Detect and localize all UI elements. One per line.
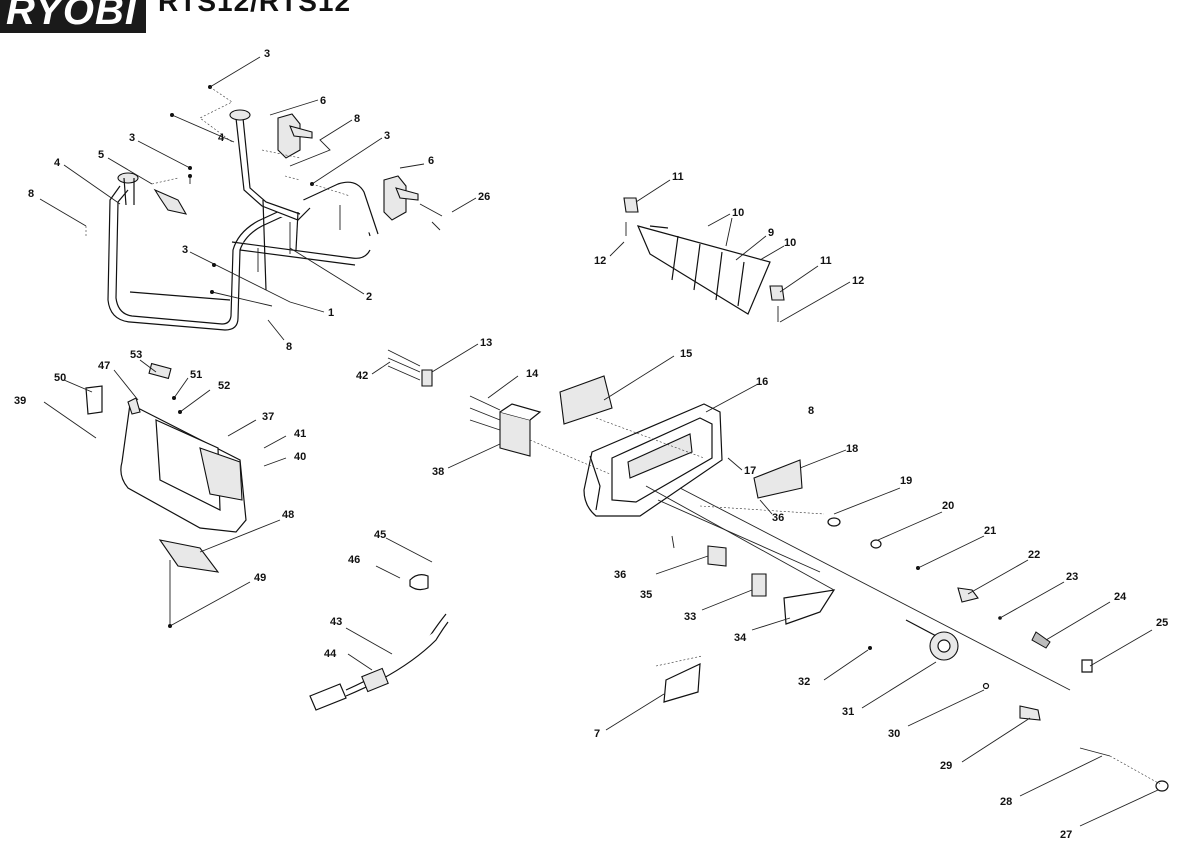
callout-52: 52 [218, 380, 230, 392]
callout-23: 23 [1066, 571, 1078, 583]
bin-leaders [43, 359, 287, 628]
callout-21: 21 [984, 525, 996, 537]
callout-20: 20 [942, 500, 954, 512]
callout-43: 43 [330, 616, 342, 628]
callout-12: 12 [594, 255, 606, 267]
shaft-leaders [823, 487, 1161, 827]
brand-logo: RYOBI [0, 0, 146, 33]
callout-46: 46 [348, 554, 360, 566]
callout-42: 42 [356, 370, 368, 382]
callout-8: 8 [354, 113, 360, 125]
callout-40: 40 [294, 451, 306, 463]
callout-12: 12 [852, 275, 864, 287]
callout-28: 28 [1000, 796, 1012, 808]
callout-10: 10 [784, 237, 796, 249]
callout-33: 33 [684, 611, 696, 623]
callout-14: 14 [526, 368, 539, 380]
callout-11: 11 [820, 255, 832, 267]
callout-37: 37 [262, 411, 274, 423]
callout-44: 44 [324, 648, 337, 660]
callout-3: 3 [384, 130, 390, 142]
callout-36: 36 [614, 569, 626, 581]
callout-32: 32 [798, 676, 810, 688]
callout-3: 3 [182, 244, 188, 256]
callout-17: 17 [744, 465, 756, 477]
blade-guard-assembly [623, 197, 785, 322]
callout-18: 18 [846, 443, 858, 455]
callout-3: 3 [264, 48, 270, 60]
callout-39: 39 [14, 395, 26, 407]
dust-bin-assembly [85, 362, 247, 573]
callout-6: 6 [320, 95, 326, 107]
callout-34: 34 [734, 632, 747, 644]
callout-31: 31 [842, 706, 854, 718]
callout-16: 16 [756, 376, 768, 388]
callout-50: 50 [54, 372, 66, 384]
callout-24: 24 [1114, 591, 1127, 603]
callout-29: 29 [940, 760, 952, 772]
callout-2: 2 [366, 291, 372, 303]
center-parts [309, 349, 836, 711]
callout-8: 8 [286, 341, 292, 353]
callout-36: 36 [772, 512, 784, 524]
callout-27: 27 [1060, 829, 1072, 841]
center-leaders [345, 343, 791, 731]
model-number: RTS12/RTS12 [158, 0, 352, 17]
callout-25: 25 [1156, 617, 1168, 629]
callout-53: 53 [130, 349, 142, 361]
guard-leaders [609, 179, 851, 323]
callout-47: 47 [98, 360, 110, 372]
callout-19: 19 [900, 475, 912, 487]
callout-3: 3 [129, 132, 135, 144]
callout-11: 11 [672, 171, 684, 183]
callout-4: 4 [218, 132, 225, 144]
saw-base-assembly [559, 375, 803, 517]
callout-10: 10 [732, 207, 744, 219]
callout-13: 13 [480, 337, 492, 349]
callout-38: 38 [432, 466, 444, 478]
callout-48: 48 [282, 509, 294, 521]
shaft-parts [827, 517, 1169, 792]
callout-15: 15 [680, 348, 692, 360]
callout-5: 5 [98, 149, 104, 161]
callout-26: 26 [478, 191, 490, 203]
callout-1: 1 [328, 307, 334, 319]
brand-logo-text: RYOBI [6, 0, 137, 33]
callout-49: 49 [254, 572, 266, 584]
stand-leaders [39, 56, 477, 341]
callout-4: 4 [54, 157, 61, 169]
callout-51: 51 [190, 369, 202, 381]
callout-8: 8 [808, 405, 814, 417]
callout-22: 22 [1028, 549, 1040, 561]
callout-41: 41 [294, 428, 306, 440]
callout-45: 45 [374, 529, 386, 541]
callout-6: 6 [428, 155, 434, 167]
callout-labels: 3 6 8 4 3 3 5 4 6 8 26 3 2 1 8 11 10 10 … [14, 48, 1168, 841]
callout-9: 9 [768, 227, 774, 239]
callout-8: 8 [28, 188, 34, 200]
callout-30: 30 [888, 728, 900, 740]
stand-assembly [107, 109, 419, 331]
base-leaders [529, 355, 1071, 691]
callout-35: 35 [640, 589, 652, 601]
callout-7: 7 [594, 728, 600, 740]
